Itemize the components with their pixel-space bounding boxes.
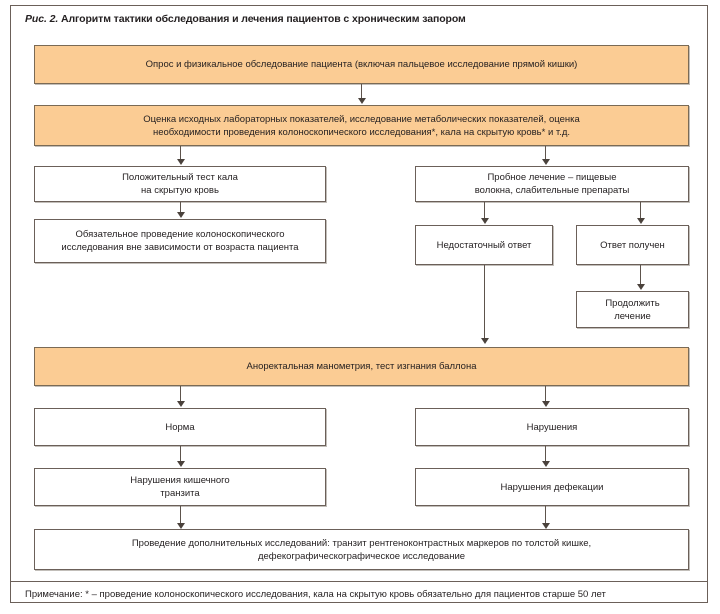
node-defecation-disorders: Нарушения дефекации: [415, 468, 689, 506]
arrowhead-n5-n6: [480, 218, 489, 224]
node-line: Ответ получен: [600, 239, 665, 251]
node-line: Обязательное проведение колоноскопическо…: [75, 229, 285, 240]
node-normal: Норма: [34, 408, 326, 446]
arrowhead-n1-n2: [357, 98, 366, 104]
connector-n11-n13: [545, 446, 546, 462]
node-line: Положительный тест кала: [122, 172, 238, 183]
node-line: транзита: [160, 488, 200, 499]
node-abnormalities: Нарушения: [415, 408, 689, 446]
connector-n6-n9: [484, 265, 485, 339]
connector-n9-n10: [180, 386, 181, 402]
node-anorectal-manometry: Аноректальная манометрия, тест изгнания …: [34, 347, 689, 386]
node-continue-treatment: Продолжить лечение: [576, 291, 689, 328]
connector-n2-n3: [180, 146, 181, 160]
node-line: дефекографическографическое исследование: [257, 550, 466, 562]
node-additional-investigations: Проведение дополнительных исследований: …: [34, 529, 689, 570]
arrowhead-n2-n3: [176, 159, 185, 165]
node-line: Опрос и физикальное обследование пациент…: [145, 59, 578, 70]
node-line: Оценка исходных лабораторных показателей…: [143, 113, 580, 125]
connector-n2-n5: [545, 146, 546, 160]
connector-n12-n14: [180, 506, 181, 524]
connector-n1-n2: [361, 84, 362, 99]
node-line: Аноректальная манометрия, тест изгнания …: [246, 361, 477, 372]
connector-n7-n8: [640, 265, 641, 285]
node-line: волокна, слабительные препараты: [474, 185, 630, 196]
node-line: Нарушения кишечного: [130, 475, 230, 486]
node-line: необходимости проведения колоноскопическ…: [152, 126, 571, 138]
node-line: на скрытую кровь: [141, 185, 219, 196]
node-intestinal-transit-disorders: Нарушения кишечного транзита: [34, 468, 326, 506]
node-line: Пробное лечение – пищевые: [487, 172, 617, 183]
arrowhead-n9-n10: [176, 401, 185, 407]
node-line: лечение: [614, 310, 651, 322]
arrowhead-n10-n12: [176, 461, 185, 467]
figure-title: Рис. 2. Алгоритм тактики обследования и …: [25, 13, 466, 25]
arrowhead-n9-n11: [541, 401, 550, 407]
figure-number: Рис. 2.: [25, 13, 59, 25]
connector-n5-n6: [484, 202, 485, 219]
footer-divider: [11, 581, 707, 582]
figure-frame: Рис. 2. Алгоритм тактики обследования и …: [10, 5, 708, 603]
arrowhead-n7-n8: [636, 284, 645, 290]
connector-n13-n14: [545, 506, 546, 524]
node-line: Норма: [165, 421, 195, 433]
node-trial-treatment: Пробное лечение – пищевые волокна, слаби…: [415, 166, 689, 202]
node-insufficient-response: Недостаточный ответ: [415, 225, 553, 265]
node-response-achieved: Ответ получен: [576, 225, 689, 265]
arrowhead-n3-n4: [176, 212, 185, 218]
arrowhead-n5-n7: [636, 218, 645, 224]
arrowhead-n13-n14: [541, 523, 550, 529]
connector-n3-n4: [180, 202, 181, 213]
figure-title-text: Алгоритм тактики обследования и лечения …: [60, 13, 466, 25]
node-mandatory-colonoscopy: Обязательное проведение колоноскопическо…: [34, 219, 326, 263]
footer-note: Примечание: * – проведение колоноскопиче…: [25, 589, 606, 600]
node-line: исследования вне зависимости от возраста…: [61, 242, 299, 253]
node-line: Нарушения дефекации: [500, 481, 604, 493]
arrowhead-n6-n9: [480, 338, 489, 344]
connector-n5-n7: [640, 202, 641, 219]
arrowhead-n11-n13: [541, 461, 550, 467]
node-line: Проведение дополнительных исследований: …: [131, 537, 592, 549]
node-line: Недостаточный ответ: [436, 239, 532, 251]
arrowhead-n12-n14: [176, 523, 185, 529]
connector-n9-n11: [545, 386, 546, 402]
connector-n10-n12: [180, 446, 181, 462]
node-positive-occult-blood-test: Положительный тест кала на скрытую кровь: [34, 166, 326, 202]
node-line: Продолжить: [605, 297, 660, 309]
node-line: Нарушения: [526, 421, 578, 433]
node-survey-physical-exam: Опрос и физикальное обследование пациент…: [34, 45, 689, 84]
arrowhead-n2-n5: [541, 159, 550, 165]
node-baseline-lab-assessment: Оценка исходных лабораторных показателей…: [34, 105, 689, 146]
